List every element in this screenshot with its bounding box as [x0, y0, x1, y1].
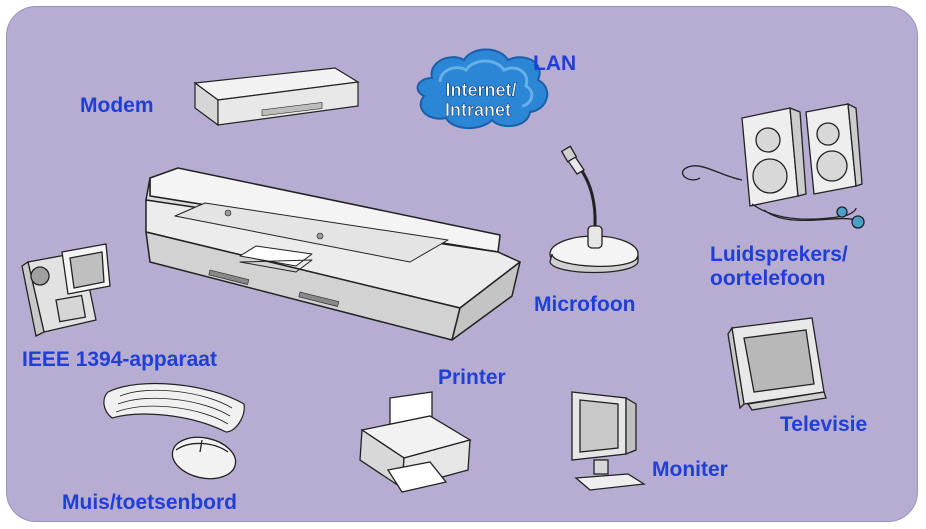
cloud-line2: Intranet — [445, 100, 511, 120]
speakers-icon — [681, 102, 865, 229]
label-speakers-line2: oortelefoon — [710, 267, 826, 290]
monitor-icon — [571, 391, 646, 491]
microphone-icon — [549, 145, 639, 274]
label-speakers-line1: Luidsprekers/ — [710, 243, 848, 266]
printer-icon — [359, 391, 472, 493]
label-television: Televisie — [780, 413, 868, 436]
camcorder-icon — [21, 243, 111, 337]
label-lan: LAN — [533, 52, 577, 75]
label-modem: Modem — [80, 94, 154, 117]
label-mouse-keyboard: Muis/toetsenbord — [62, 491, 238, 514]
cloud-line1: Internet/ — [445, 80, 516, 100]
label-ieee-1394: IEEE 1394-apparaat — [22, 348, 217, 371]
keyboard-icon — [103, 382, 245, 433]
label-microphone: Microfoon — [534, 293, 636, 316]
television-icon — [727, 317, 827, 411]
mouse-icon — [171, 436, 237, 480]
internet-cloud-icon — [416, 48, 549, 129]
label-monitor: Moniter — [652, 458, 728, 481]
laptop-icon — [145, 167, 521, 341]
label-speakers: Luidsprekers/ oortelefoon — [710, 243, 848, 291]
label-printer: Printer — [438, 366, 506, 389]
modem-icon — [193, 67, 360, 127]
